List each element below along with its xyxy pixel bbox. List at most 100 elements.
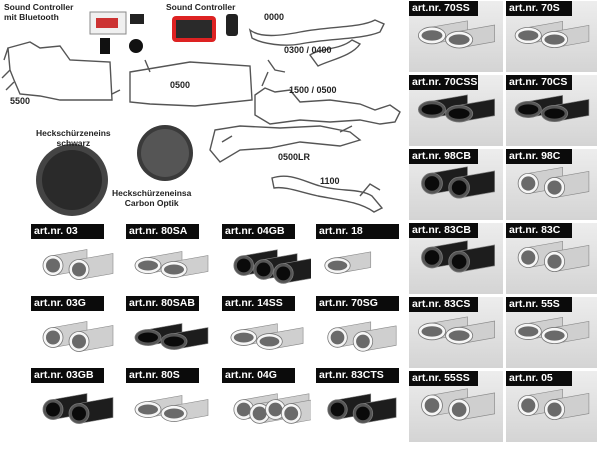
bottom-product-tile[interactable]: art.nr. 83CTS (316, 368, 404, 438)
article-number-label: art.nr. 55SS (409, 371, 478, 386)
exhaust-tip-image (417, 94, 495, 123)
bottom-product-tile[interactable]: art.nr. 80SA (126, 224, 216, 294)
article-number-label: art.nr. 83CS (409, 297, 478, 312)
right-product-tile[interactable]: art.nr. 70S (506, 1, 597, 72)
product-photo (316, 383, 404, 438)
exhaust-tip-image (517, 240, 590, 273)
exhaust-tip-image (421, 240, 495, 273)
product-photo (409, 371, 503, 442)
product-photo (316, 239, 404, 294)
exhaust-parts-drawing (1, 11, 401, 216)
article-number-label: art.nr. 03 (31, 224, 104, 239)
product-photo (409, 149, 503, 220)
exhaust-tip-image (42, 321, 114, 352)
exhaust-tip-image (233, 249, 318, 284)
bottom-product-tile[interactable]: art.nr. 80SAB (126, 296, 216, 366)
product-photo (506, 75, 597, 146)
right-product-tile[interactable]: art.nr. 70CSS (409, 75, 503, 146)
article-number-label: art.nr. 80SAB (126, 296, 199, 311)
article-number-label: art.nr. 70SG (316, 296, 399, 311)
article-number-label: art.nr. 70CS (506, 75, 572, 90)
article-number-label: art.nr. 18 (316, 224, 399, 239)
exhaust-tip-image (233, 393, 326, 424)
product-photo (409, 223, 503, 294)
part-0500-label: 0500 (170, 80, 191, 90)
right-product-tile[interactable]: art.nr. 55SS (409, 371, 503, 442)
product-photo (31, 239, 121, 294)
bottom-product-tile[interactable]: art.nr. 03G (31, 296, 121, 366)
exhaust-tip-image (421, 388, 495, 421)
article-number-label: art.nr. 04G (222, 368, 295, 383)
article-number-label: art.nr. 55S (506, 297, 572, 312)
right-product-tile[interactable]: art.nr. 70SS (409, 1, 503, 72)
product-photo (316, 311, 404, 366)
right-product-tile[interactable]: art.nr. 98CB (409, 149, 503, 220)
exhaust-system-diagram: Sound Controller mit Bluetooth Sound Con… (0, 0, 408, 222)
article-number-label: art.nr. 98CB (409, 149, 478, 164)
exhaust-tip-image (514, 20, 590, 49)
article-number-label: art.nr. 05 (506, 371, 572, 386)
part-0000-outline (248, 19, 385, 46)
part-0000-label: 0000 (264, 12, 285, 22)
bottom-product-tile[interactable]: art.nr. 80S (126, 368, 216, 438)
product-photo (126, 239, 216, 294)
article-number-label: art.nr. 03GB (31, 368, 104, 383)
article-number-label: art.nr. 03G (31, 296, 104, 311)
exhaust-tip-image (514, 316, 590, 345)
exhaust-tip-image (134, 251, 209, 278)
right-product-tile[interactable]: art.nr. 83CB (409, 223, 503, 294)
article-number-label: art.nr. 83C (506, 223, 572, 238)
exhaust-tip-image (42, 393, 114, 424)
part-0300-outline (309, 39, 362, 67)
bottom-product-tile[interactable]: art.nr. 03 (31, 224, 121, 294)
right-product-tile[interactable]: art.nr. 83CS (409, 297, 503, 368)
part-0500LR-label: 0500LR (278, 152, 311, 162)
article-number-label: art.nr. 83CTS (316, 368, 399, 383)
exhaust-tip-image (417, 316, 495, 345)
right-product-tile[interactable]: art.nr. 55S (506, 297, 597, 368)
article-number-label: art.nr. 80SA (126, 224, 199, 239)
article-number-label: art.nr. 04GB (222, 224, 295, 239)
bottom-product-tile[interactable]: art.nr. 03GB (31, 368, 121, 438)
exhaust-tip-image (517, 166, 590, 199)
product-photo (409, 1, 503, 72)
product-photo (126, 383, 216, 438)
sound-controller-bt-label: Sound Controller mit Bluetooth (4, 2, 74, 22)
part-0500LR-outline (209, 125, 362, 163)
right-product-tile[interactable]: art.nr. 70CS (506, 75, 597, 146)
exhaust-tip-image (230, 323, 304, 350)
part-0300-0400-label: 0300 / 0400 (284, 45, 332, 55)
sound-controller-label: Sound Controller (166, 2, 236, 12)
exhaust-tip-image (327, 393, 397, 424)
right-product-tile[interactable]: art.nr. 98C (506, 149, 597, 220)
product-photo (409, 297, 503, 368)
product-photo (31, 311, 121, 366)
exhaust-tip-image (421, 166, 495, 199)
product-photo (506, 371, 597, 442)
bottom-product-tile[interactable]: art.nr. 18 (316, 224, 404, 294)
exhaust-tip-image (42, 249, 114, 280)
diffuser-black-label: Heckschürzeneins schwarz (36, 128, 111, 148)
exhaust-tip-image (514, 94, 590, 123)
right-product-tile[interactable]: art.nr. 83C (506, 223, 597, 294)
product-photo (506, 149, 597, 220)
exhaust-tip-image (134, 323, 209, 350)
diffuser-carbon-label: Heckschürzeneinsa Carbon Optik (112, 188, 192, 208)
bottom-product-tile[interactable]: art.nr. 14SS (222, 296, 311, 366)
part-5500-outline (7, 41, 113, 101)
product-photo (506, 223, 597, 294)
article-number-label: art.nr. 14SS (222, 296, 295, 311)
bottom-product-tile[interactable]: art.nr. 04GB (222, 224, 318, 294)
exhaust-tip-image (417, 20, 495, 49)
bottom-product-tile[interactable]: art.nr. 04G (222, 368, 326, 438)
exhaust-tip-image (134, 395, 209, 422)
bottom-product-tile[interactable]: art.nr. 70SG (316, 296, 404, 366)
part-1100-outline (271, 175, 384, 213)
exhaust-tip-image (517, 388, 590, 421)
article-number-label: art.nr. 70SS (409, 1, 478, 16)
product-photo (506, 1, 597, 72)
article-number-label: art.nr. 70CSS (409, 75, 478, 90)
article-number-label: art.nr. 70S (506, 1, 572, 16)
product-photo (31, 383, 121, 438)
right-product-tile[interactable]: art.nr. 05 (506, 371, 597, 442)
